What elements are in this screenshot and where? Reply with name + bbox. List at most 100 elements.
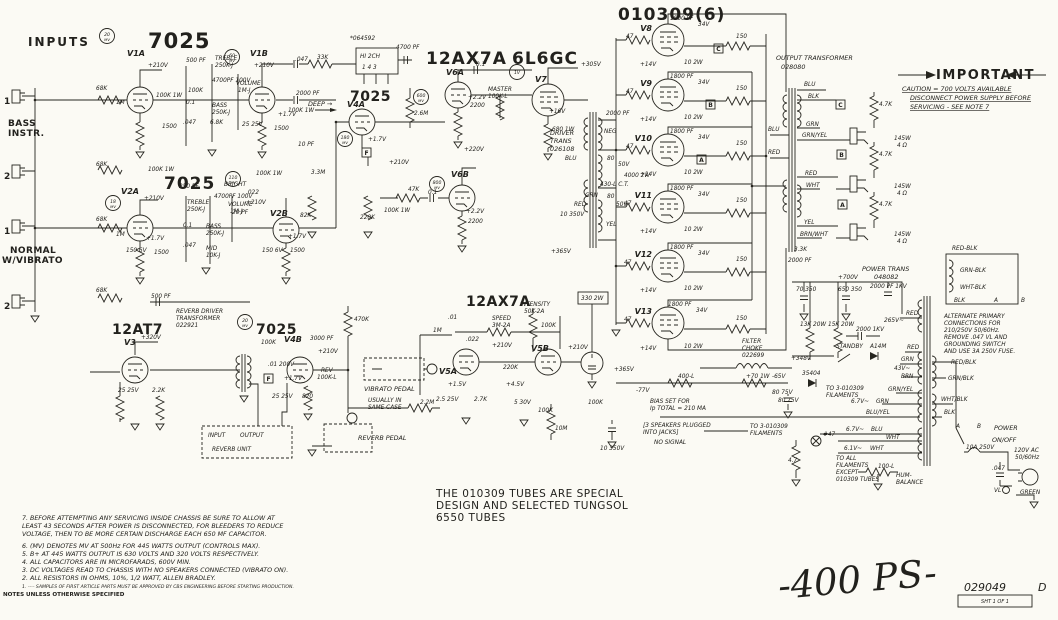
ground-symbol <box>135 277 145 285</box>
filament-note: 010309 TUBES <box>836 477 879 483</box>
winding-symbol <box>782 94 788 128</box>
capacitor-symbol <box>883 291 893 296</box>
mv-unit: MV <box>230 180 236 185</box>
value-label: 2.6M <box>414 111 428 117</box>
wire-color: BLK <box>954 298 966 304</box>
junction-dot <box>33 98 37 102</box>
value-label: BRIGHT <box>224 182 247 188</box>
wire-color: GRN <box>806 122 820 128</box>
value-label: VOLUME <box>228 202 253 208</box>
value-label: 34V <box>698 135 710 141</box>
value-label: TREBLE <box>215 56 237 62</box>
value-label: 0.1 <box>183 223 192 229</box>
value-label: 0.1 <box>476 62 485 68</box>
mains-frequency: 50/60Hz <box>1015 455 1040 461</box>
terminal-letter: B <box>1021 298 1025 304</box>
jack-number: 2 <box>4 172 11 182</box>
ground-symbol <box>799 313 809 321</box>
tap-letter-b: B <box>708 102 713 109</box>
wire-color: WHT <box>806 183 820 189</box>
value-label: +14V <box>640 229 657 235</box>
value-label: 100K <box>588 400 604 406</box>
value-label: 100K <box>538 408 554 414</box>
value-label: +210V <box>254 63 275 69</box>
value-label: 250K-J <box>215 63 233 69</box>
bass-label: INSTR. <box>8 129 44 139</box>
winding-symbol <box>796 184 802 218</box>
filament-note: FILAMENTS <box>836 463 869 469</box>
mv-marker <box>237 314 253 330</box>
ground-symbol <box>587 381 597 389</box>
value-label: 150 <box>736 316 747 322</box>
value-label: 10 2W <box>684 344 703 350</box>
network-part-number: *064592 <box>350 36 375 42</box>
junction-dot <box>750 184 754 188</box>
value-label: 2.5 25V <box>436 397 459 403</box>
value-label: 1M <box>116 100 125 106</box>
value-label: 25 25V <box>118 388 140 394</box>
ground-symbol <box>207 149 217 157</box>
value-label: +365V <box>614 367 635 373</box>
value-label: +220V <box>464 147 485 153</box>
value-label: 34V <box>696 308 708 314</box>
deep-switch-label: DEEP → <box>308 100 333 108</box>
output-transformer-label: OUTPUT TRANSFORMER <box>776 54 853 62</box>
tube-v6b <box>448 184 476 212</box>
labels: INPUTS BASS INSTR. NORMAL W/VIBRATO 1 2 … <box>2 5 1046 608</box>
value-label: 1500 <box>274 126 289 132</box>
resistor-symbol <box>307 59 333 69</box>
junction-dot <box>614 264 618 268</box>
speaker-resistor: 4.7K <box>879 202 893 208</box>
resistor-symbol <box>97 223 123 233</box>
resistor-symbol <box>725 324 751 334</box>
intensity-value: 50K-2A <box>524 309 544 315</box>
resistor-symbol <box>343 311 353 337</box>
wire-color: BRN/WHT <box>800 232 828 238</box>
note-3: 3. DC VOLTAGES READ TO CHASSIS WITH NO S… <box>22 567 288 574</box>
wire-color: BLK <box>808 94 820 100</box>
tap-box-b <box>705 99 716 110</box>
speaker-rating: 145W <box>894 232 911 238</box>
value-label: TREBLE <box>187 200 209 206</box>
choke-symbol <box>735 363 769 370</box>
value-label: 220K <box>360 215 376 221</box>
resistor-symbol <box>528 313 538 339</box>
winding-symbol <box>583 117 589 151</box>
wire-color: GRN-BLK <box>960 268 987 274</box>
value-label: 47K <box>408 187 420 193</box>
winding-symbol <box>931 355 937 389</box>
value-label: 10 2W <box>684 115 703 121</box>
winding-symbol <box>948 259 954 293</box>
value-label: 68K <box>96 86 108 92</box>
value-label: +210V <box>246 200 267 206</box>
resistor-symbol <box>869 195 879 221</box>
ground-symbol <box>453 141 463 149</box>
resistor-symbol <box>725 208 751 218</box>
value-label: 43V~ <box>894 366 910 372</box>
value-label: 150 6V <box>126 248 148 254</box>
wire-color: GREEN <box>1020 490 1041 496</box>
wire-color: BLU <box>768 127 780 133</box>
mv-unit: MV <box>229 58 235 63</box>
wire-color: GRN <box>901 357 915 363</box>
mv-value: 20 <box>242 318 248 324</box>
value-label: +1.7V <box>288 234 307 240</box>
winding-symbol <box>246 355 252 389</box>
resistor-symbol <box>457 215 467 241</box>
mv-value: 18 <box>110 199 116 205</box>
value-label: 100K 1W <box>156 93 182 99</box>
filament-note: EXCEPT <box>836 470 859 476</box>
alt-primary-note: ALTERNATE PRIMARY <box>943 314 1005 320</box>
reverb-unit-input: INPUT <box>208 433 226 439</box>
value-label: 10 2W <box>684 60 703 66</box>
value-label: 80 <box>607 156 615 162</box>
tube-label: V1B <box>250 49 268 58</box>
normal-label: W/VIBRATO <box>2 256 63 266</box>
value-label: +305V <box>581 62 602 68</box>
mv-marker <box>429 176 445 192</box>
wire-color: WHT <box>886 435 900 441</box>
value-label: NEG <box>604 129 617 135</box>
value-label: 1M-J <box>238 88 251 94</box>
resistor-symbol <box>115 395 125 421</box>
